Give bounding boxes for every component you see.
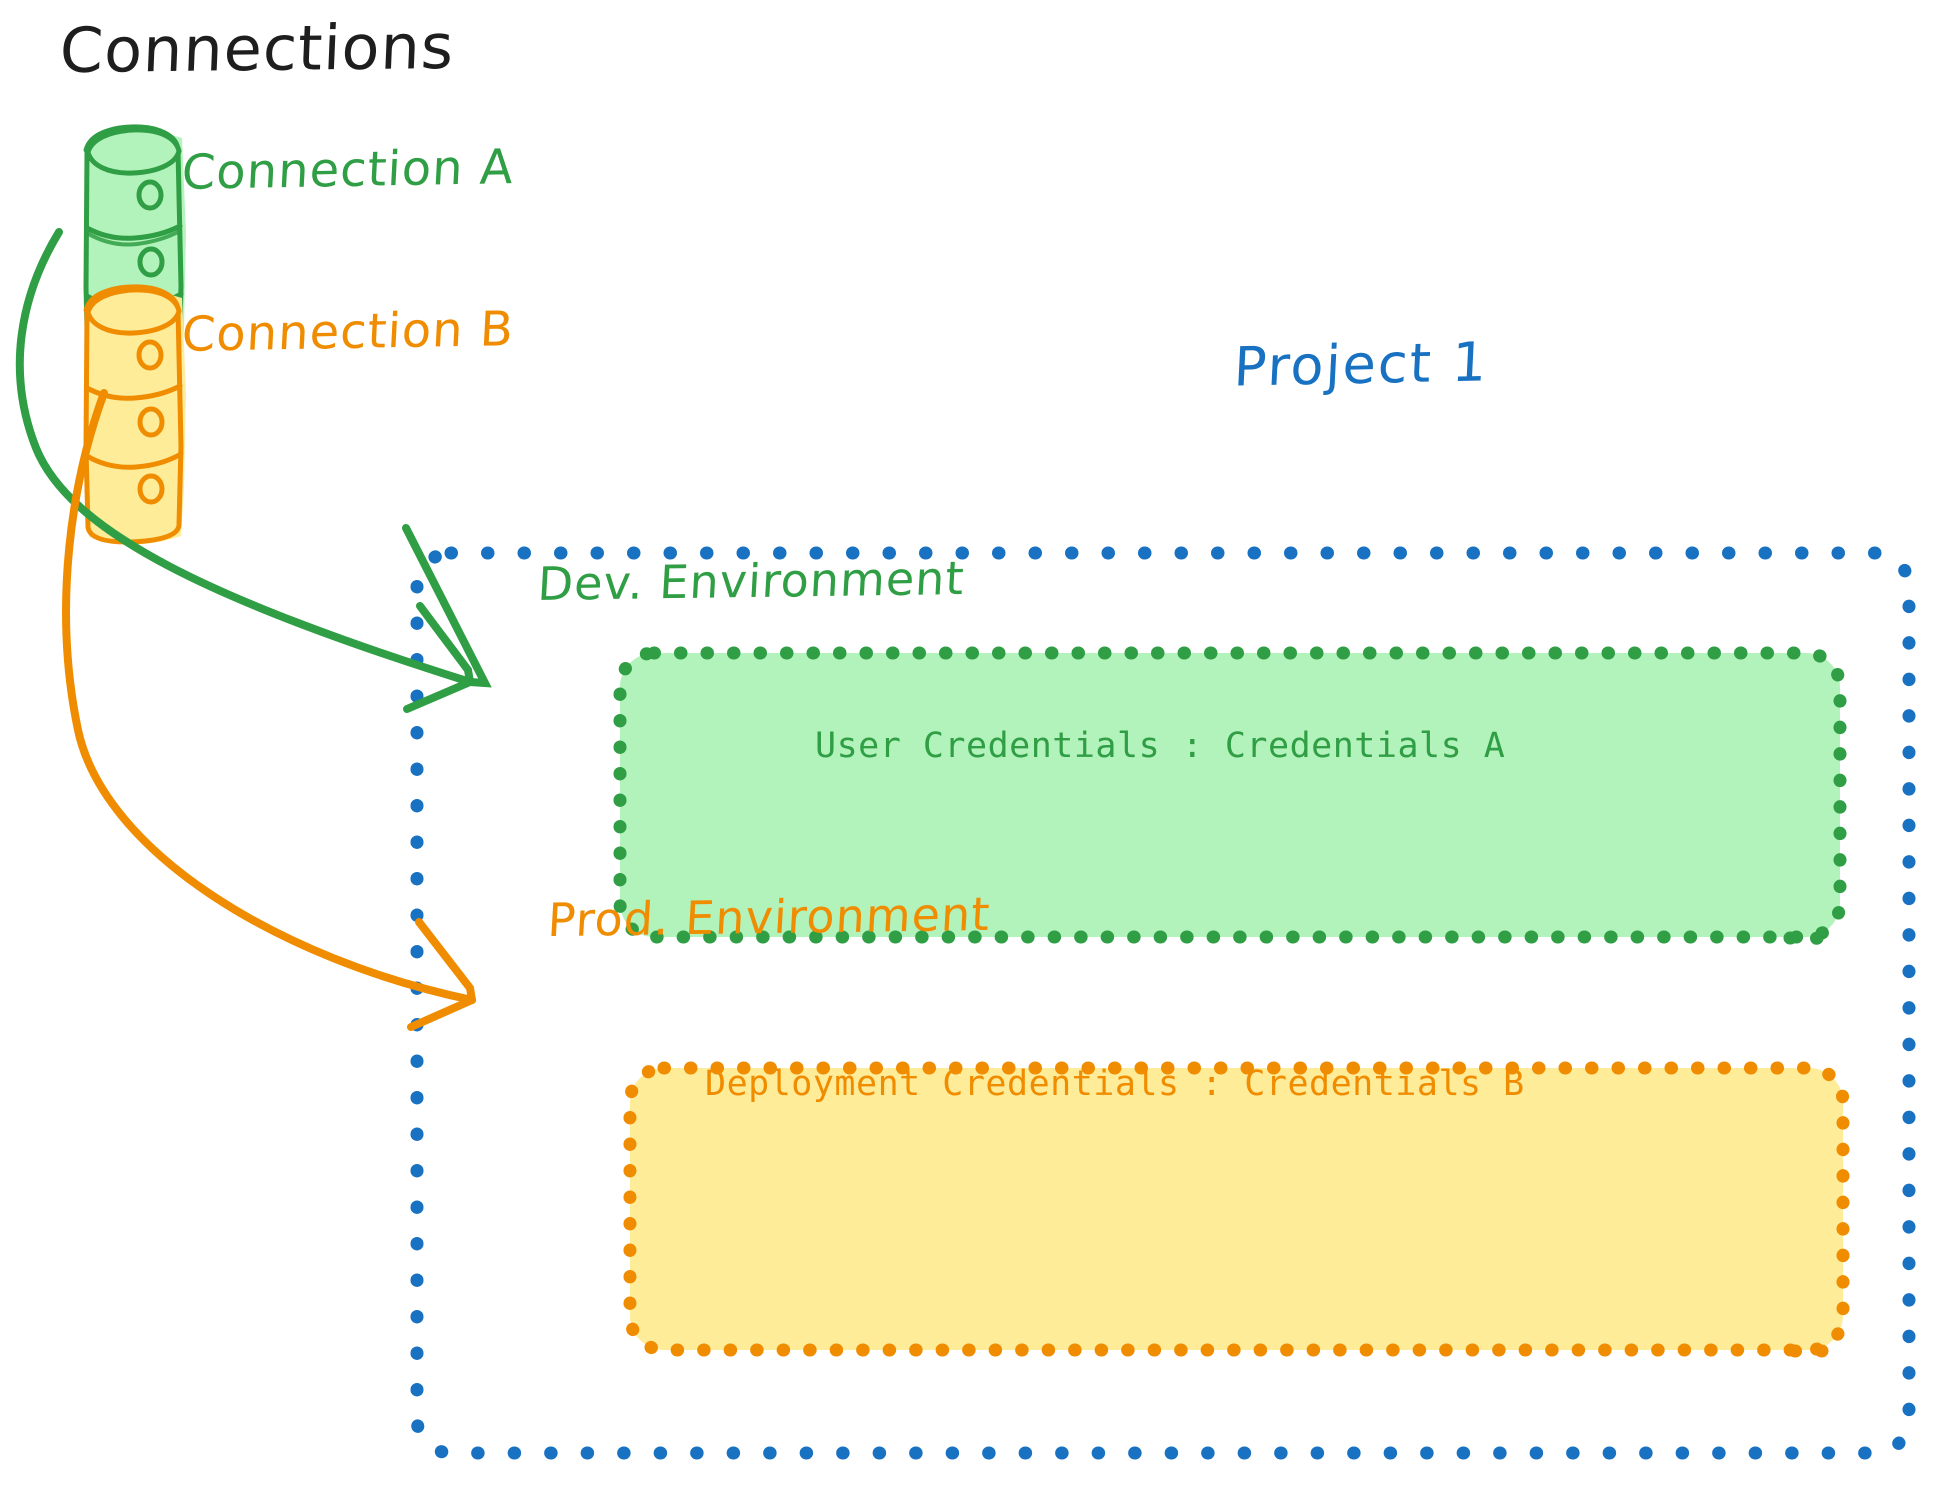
- prod-environment-credentials: Deployment Credentials : Credentials B: [705, 1064, 1525, 1104]
- connection-a-label[interactable]: Connection A: [180, 139, 516, 201]
- dev-environment-credentials: User Credentials : Credentials A: [815, 726, 1506, 766]
- project-title: Project 1: [1232, 330, 1491, 399]
- prod-environment-title: Prod. Environment: [546, 886, 992, 948]
- database-icon-connection-b: [83, 284, 186, 545]
- page-title: Connections: [58, 9, 456, 88]
- dev-environment-title: Dev. Environment: [536, 551, 967, 611]
- arrow-connection-b-to-prod: [62, 389, 476, 1031]
- database-icon-connection-a: [83, 124, 186, 385]
- connection-b-label[interactable]: Connection B: [180, 301, 516, 363]
- prod-environment-box: [623, 1061, 1850, 1358]
- project-container-frame: [410, 546, 1916, 1460]
